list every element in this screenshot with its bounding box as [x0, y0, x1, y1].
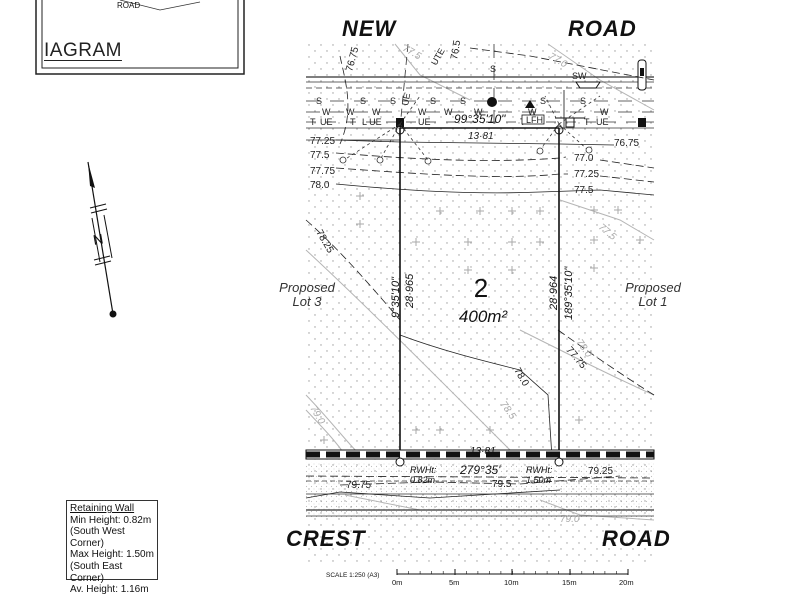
svg-text:77.25: 77.25: [574, 169, 599, 180]
south-boundary-bearing: 279°35': [459, 463, 501, 477]
ue-vertical-label: UE: [400, 92, 412, 106]
connection-ends: [339, 146, 593, 165]
svg-text:S: S: [430, 96, 436, 106]
road-label-crest: CREST: [286, 526, 366, 551]
svg-text:RWHt:: RWHt:: [410, 465, 437, 475]
svg-text:1.50m: 1.50m: [526, 475, 552, 485]
scale-tick-label: 15m: [562, 578, 577, 587]
svg-text:77.75: 77.75: [310, 166, 335, 177]
legend-title: Retaining Wall: [70, 503, 135, 514]
inset-frame: [35, 0, 245, 75]
hydrant-label: LFH: [526, 115, 543, 125]
svg-text:UE: UE: [418, 117, 431, 127]
svg-text:S: S: [490, 64, 496, 74]
svg-text:W: W: [528, 107, 537, 117]
svg-text:78.0: 78.0: [310, 180, 330, 191]
svg-text:W: W: [346, 107, 355, 117]
scale-tick-label: 20m: [619, 578, 634, 587]
proposed-lot-1-line2: Lot 1: [639, 294, 668, 309]
svg-text:76.75: 76.75: [614, 138, 639, 149]
retaining-wall: [305, 449, 655, 467]
legend-line: Av. Height: 1.16m: [70, 584, 149, 596]
svg-text:S: S: [540, 96, 546, 106]
road-label-road-bottom: ROAD: [602, 526, 671, 551]
svg-text:0.82m: 0.82m: [410, 475, 436, 485]
road-label-road-top: ROAD: [568, 16, 637, 41]
ue-service-line: [399, 43, 409, 129]
plus-markers: [320, 192, 644, 444]
svg-text:79.5: 79.5: [492, 479, 512, 490]
scale-label: SCALE 1:250 (A3): [326, 572, 380, 579]
road-label-new: NEW: [342, 16, 398, 41]
svg-text:UE: UE: [320, 117, 333, 127]
svg-text:W: W: [600, 107, 609, 117]
south-frontage-length: 13·81: [470, 446, 496, 457]
sewer-labels: S S S S S S S S: [316, 64, 586, 106]
svg-text:S: S: [580, 96, 586, 106]
svg-text:W: W: [474, 107, 483, 117]
svg-text:79.25: 79.25: [588, 466, 613, 477]
lot-area: 400m²: [459, 307, 509, 326]
svg-text:S: S: [316, 96, 322, 106]
west-boundary-length: 28·965: [404, 273, 416, 309]
diagram-title: IAGRAM: [44, 40, 122, 61]
scale-tick-label: 5m: [449, 578, 460, 587]
svg-text:S: S: [360, 96, 366, 106]
svg-text:RWHt:: RWHt:: [526, 465, 553, 475]
sw-label: SW: [572, 71, 587, 81]
scale-bar: [396, 569, 629, 575]
proposed-lot-3-line1: Proposed: [279, 280, 335, 295]
svg-text:79.0: 79.0: [560, 514, 580, 525]
scale-tick-label: 0m: [392, 578, 403, 587]
west-boundary-bearing: 9°35'10": [390, 276, 402, 318]
svg-text:T: T: [310, 117, 316, 127]
north-frontage-length: 13·81: [468, 131, 494, 142]
east-boundary-bearing: 189°35'10": [563, 266, 575, 320]
proposed-lot-3-line2: Lot 3: [293, 294, 323, 309]
north-arrow: [87, 161, 117, 318]
legend-line: Max Height: 1.50m: [70, 549, 154, 561]
service-pits: [395, 59, 647, 135]
svg-text:UE: UE: [596, 117, 609, 127]
legend-line: (South East Corner): [70, 560, 123, 584]
svg-text:S: S: [390, 96, 396, 106]
svg-text:W: W: [372, 107, 381, 117]
svg-text:W: W: [444, 107, 453, 117]
svg-text:S: S: [460, 96, 466, 106]
legend-line: (South West Corner): [70, 526, 125, 549]
svg-text:77.5: 77.5: [310, 150, 330, 161]
proposed-lot-1-line1: Proposed: [625, 280, 681, 295]
svg-text:L UE: L UE: [362, 117, 382, 127]
inset-road-label: ROAD: [117, 1, 141, 10]
svg-text:76.5: 76.5: [449, 39, 463, 61]
lot-number: 2: [474, 273, 488, 303]
footpath-area: [306, 462, 654, 517]
scale-tick-label: 10m: [504, 578, 519, 587]
water-labels: W W W W W W W W: [322, 107, 609, 117]
legend-line: Min Height: 0.82m: [70, 514, 152, 526]
svg-text:77.25: 77.25: [310, 136, 335, 147]
svg-text:T: T: [584, 117, 590, 127]
rw-notes: RWHt: 0.82m RWHt: 1.50m: [410, 465, 553, 485]
svg-text:77.5: 77.5: [574, 185, 594, 196]
svg-text:77.0: 77.0: [574, 153, 594, 164]
svg-text:T: T: [350, 117, 356, 127]
svg-text:W: W: [418, 107, 427, 117]
svg-text:W: W: [322, 107, 331, 117]
north-boundary-bearing: 99°35'10": [454, 112, 506, 126]
svg-text:79.75: 79.75: [346, 480, 371, 491]
retaining-wall-legend: Retaining Wall Min Height: 0.82m (South …: [66, 500, 158, 595]
east-boundary-length: 28·964: [548, 276, 560, 311]
sewer-line: [306, 44, 654, 128]
north-label: N: [92, 230, 105, 248]
